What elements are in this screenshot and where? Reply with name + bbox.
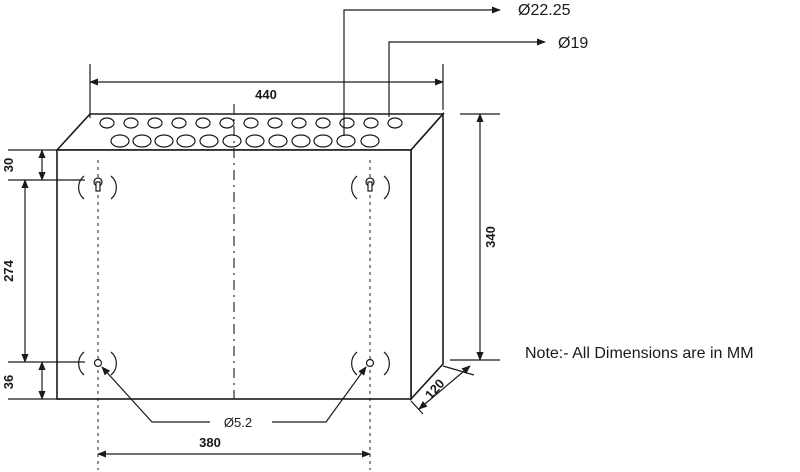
dimension-left-stack: 30 274 36 (1, 149, 85, 400)
knockout-hole-front-10 (313, 134, 333, 148)
knockout-hole-back-10 (315, 117, 331, 129)
dimension-height-340: 340 (450, 113, 500, 361)
callout-label-small-hole: Ø19 (558, 35, 588, 52)
mount-keyhole-top-left (78, 175, 117, 200)
mount-keyhole-top-right (351, 175, 390, 200)
box-right-face (410, 111, 444, 402)
knockout-hole-back-9 (291, 117, 307, 129)
knockout-hole-back-2 (123, 117, 139, 129)
dimension-label-274: 274 (1, 259, 16, 281)
dimension-label-440: 440 (255, 87, 277, 102)
callout-label-mount-hole: Ø5.2 (224, 415, 252, 430)
dimension-label-380: 380 (199, 435, 221, 450)
knockout-hole-back-12 (363, 117, 379, 129)
dimension-label-30: 30 (1, 158, 16, 172)
knockout-hole-back-1 (99, 117, 115, 129)
knockout-hole-back-8 (267, 117, 283, 129)
knockout-hole-back-6 (219, 117, 235, 129)
callout-small-hole: Ø19 (388, 35, 588, 117)
knockout-hole-front-11 (336, 134, 356, 148)
knockout-hole-back-4 (171, 117, 187, 129)
knockout-hole-front-7 (245, 134, 265, 148)
knockout-hole-front-3 (154, 134, 174, 148)
dimension-width-440: 440 (89, 64, 444, 118)
callout-large-hole: Ø22.25 (343, 2, 571, 136)
knockout-hole-front-6 (222, 134, 242, 148)
callout-mount-hole: Ø5.2 (101, 366, 367, 430)
knockout-hole-back-11 (339, 117, 355, 129)
callout-label-large-hole: Ø22.25 (518, 2, 571, 19)
knockout-hole-front-2 (132, 134, 152, 148)
knockout-hole-front-4 (176, 134, 196, 148)
dimension-spacing-380: 380 (97, 435, 371, 458)
knockout-holes (99, 117, 403, 148)
dimension-label-36: 36 (1, 375, 16, 389)
dimension-label-340: 340 (483, 226, 498, 248)
knockout-hole-front-5 (199, 134, 219, 148)
knockout-hole-back-7 (243, 117, 259, 129)
units-note: Note:- All Dimensions are in MM (525, 345, 754, 362)
knockout-hole-back-5 (195, 117, 211, 129)
knockout-hole-back-13 (387, 117, 403, 129)
knockout-hole-front-9 (291, 134, 311, 148)
mount-hole-bottom-left (78, 351, 117, 376)
knockout-hole-front-12 (360, 134, 380, 148)
knockout-hole-back-3 (147, 117, 163, 129)
knockout-hole-front-1 (110, 134, 130, 148)
knockout-hole-front-8 (268, 134, 288, 148)
mount-hole-bottom-right (351, 351, 390, 376)
